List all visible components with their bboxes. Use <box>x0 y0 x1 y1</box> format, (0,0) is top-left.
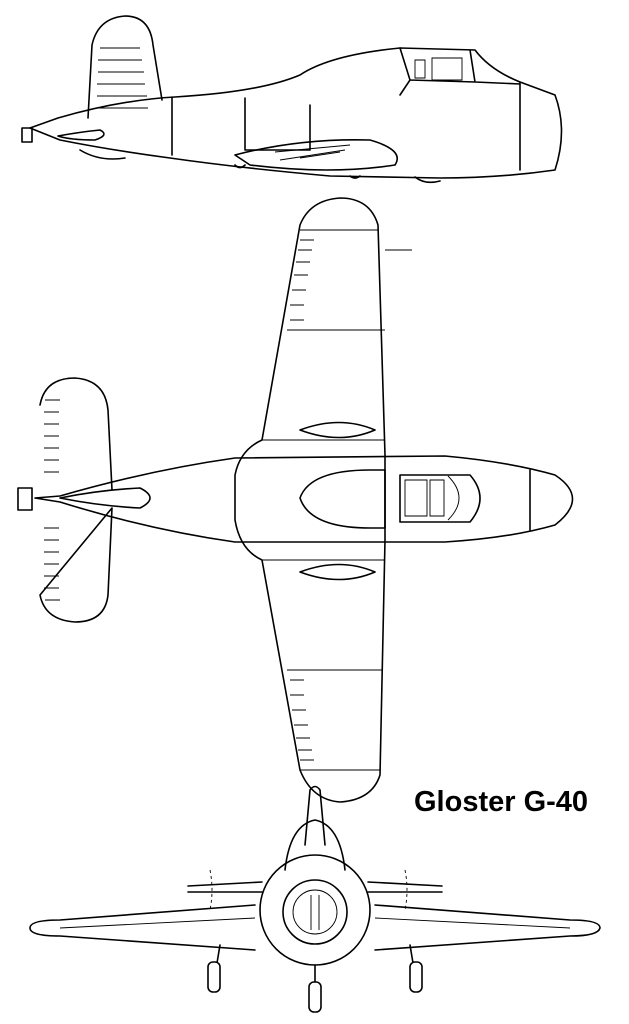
side-wing-root <box>234 138 398 171</box>
side-tail-fin <box>87 15 163 119</box>
front-fin <box>304 785 326 846</box>
front-landing-gear <box>207 944 423 1013</box>
front-fuselage <box>259 854 371 966</box>
top-view <box>17 197 574 803</box>
top-tailplane <box>39 377 113 623</box>
top-aileron-ribs <box>290 239 314 761</box>
top-elevator-ribs <box>44 399 60 601</box>
top-fuselage <box>34 455 574 543</box>
side-view <box>21 15 563 184</box>
drawing-title: Gloster G-40 <box>414 786 589 818</box>
front-tailplane <box>187 881 443 893</box>
front-view <box>29 785 601 1013</box>
top-wing <box>234 197 386 803</box>
side-fuselage <box>29 47 563 179</box>
front-wing <box>29 904 601 951</box>
side-rudder-ribs <box>97 47 148 109</box>
